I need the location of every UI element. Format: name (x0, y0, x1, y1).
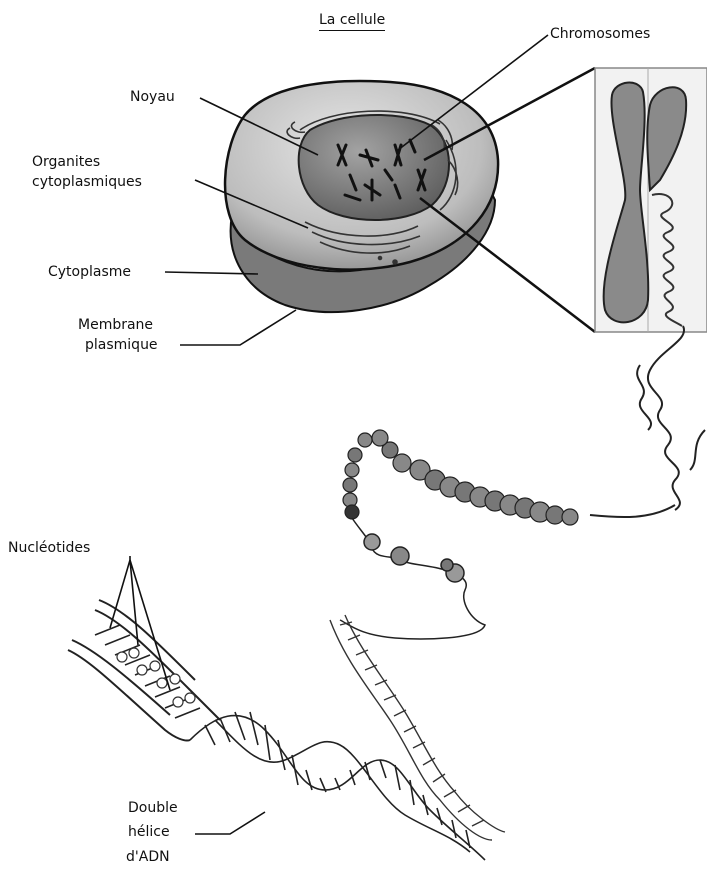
label-double-line3: d'ADN (126, 849, 170, 866)
nucleosome-string (340, 518, 485, 639)
label-organites-line1: Organites (32, 154, 100, 171)
label-nucleotides: Nucléotides (8, 540, 90, 557)
label-cytoplasme: Cytoplasme (48, 264, 131, 281)
label-double-line1: Double (128, 800, 178, 817)
label-membrane-line1: Membrane (78, 317, 153, 334)
label-chromosomes: Chromosomes (550, 26, 650, 43)
solenoid-fiber (343, 430, 578, 525)
label-double-line2: hélice (128, 824, 170, 841)
chromatin-fiber (590, 326, 705, 517)
dna-helix-loop (330, 615, 505, 840)
label-membrane-line2: plasmique (85, 337, 158, 354)
chromosome-zoom-panel (595, 68, 707, 332)
diagram-title: La cellule (319, 12, 385, 31)
label-noyau: Noyau (130, 89, 175, 106)
label-organites-line2: cytoplasmiques (32, 174, 142, 191)
cell (225, 81, 498, 312)
